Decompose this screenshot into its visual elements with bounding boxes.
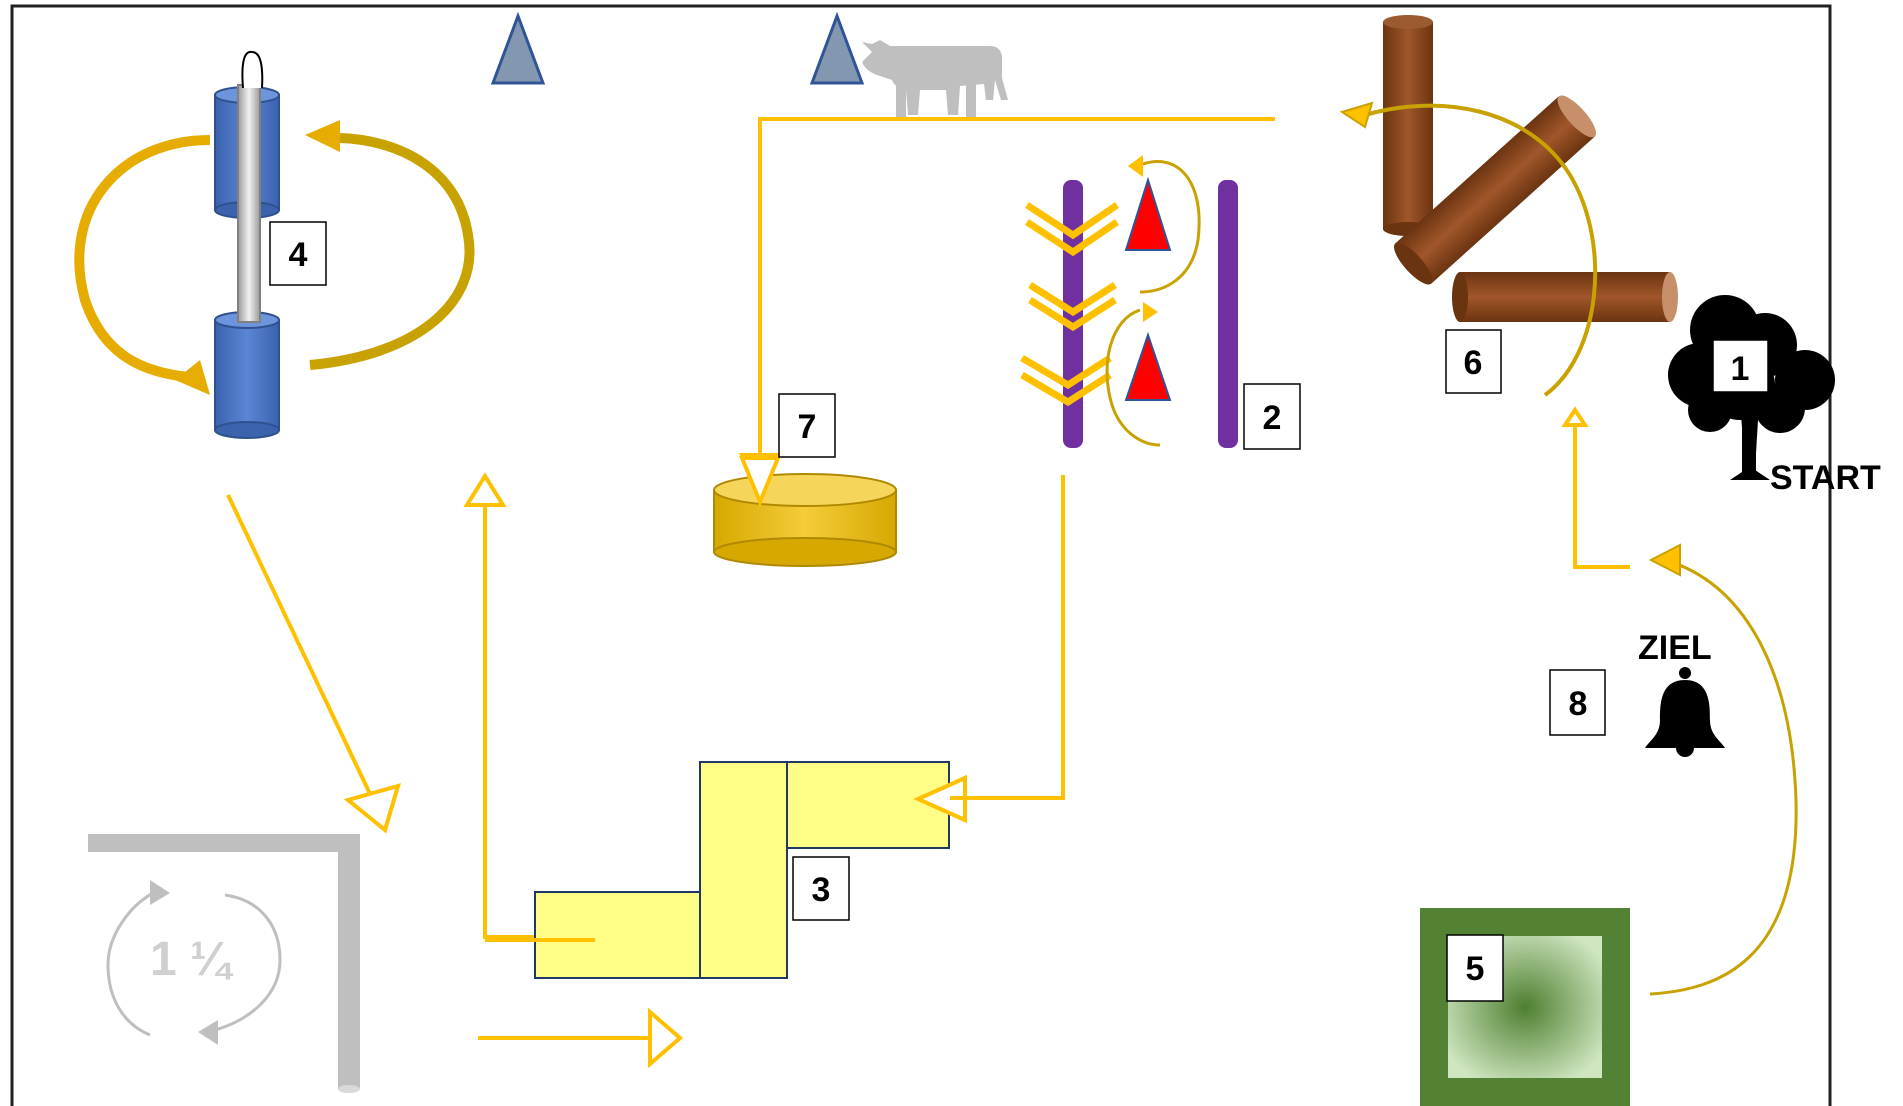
rail-end <box>338 1085 360 1093</box>
log-arc <box>1354 103 1598 397</box>
arrowhead-up-left <box>463 472 507 507</box>
arc-arrowhead-right <box>305 120 340 152</box>
path-segment-6-to-7 <box>758 117 1275 495</box>
log-horizontal-left <box>1452 272 1468 322</box>
barrel-bottom <box>214 319 280 431</box>
finish-arc <box>1649 558 1798 996</box>
rotation-arc-bottom <box>214 893 282 1032</box>
station-4-label: 4 <box>289 236 308 274</box>
station-5-label: 5 <box>1466 950 1485 988</box>
finish-arc-head <box>1648 543 1681 577</box>
hay-bottom <box>713 537 897 567</box>
station-3-label: 3 <box>812 871 831 909</box>
block-right <box>786 761 950 849</box>
log-vertical <box>1383 22 1433 229</box>
station-number-8: 8 <box>1549 669 1606 736</box>
station-7-hay-bale <box>713 473 897 567</box>
station-7-label: 7 <box>798 408 817 446</box>
arrowhead-down-7-top <box>739 456 781 508</box>
rotation-label: 1 ¼ <box>150 933 234 986</box>
rail-vertical <box>338 834 360 1089</box>
arrowhead-right-bottom <box>648 1007 684 1069</box>
path-segment-8-to-6 <box>1573 425 1630 569</box>
station-1-label: 1 <box>1731 350 1750 388</box>
rail-horizontal <box>88 834 350 852</box>
station-8-label: 8 <box>1569 685 1588 723</box>
station-number-7: 7 <box>778 393 836 458</box>
path-segment-3-to-up <box>483 500 595 939</box>
chevron-1 <box>1025 202 1119 240</box>
chevron-2 <box>1028 282 1117 317</box>
barrel-bottom-base <box>214 421 280 439</box>
bell-icon <box>1645 667 1725 757</box>
chevron-3b <box>1020 371 1112 407</box>
station-number-1: 1 <box>1712 339 1769 393</box>
cone-red-2 <box>1124 331 1172 401</box>
station-numbers: 4 7 2 6 1 3 8 5 <box>269 221 1769 1002</box>
station-2-poles <box>1020 155 1238 448</box>
rotation-head-top <box>150 880 170 905</box>
rotation-arc-top <box>106 890 156 1037</box>
pipe-flag <box>241 50 264 89</box>
finish-label: ZIEL <box>1638 629 1712 667</box>
path-segment-2-to-3 <box>950 475 1065 800</box>
block-left <box>534 891 701 979</box>
station-3-blocks <box>534 761 950 979</box>
chevron-1b <box>1025 219 1119 257</box>
cone-red-1 <box>1124 176 1172 251</box>
rotation-arc-right <box>309 133 475 370</box>
station-number-6: 6 <box>1445 329 1502 394</box>
cow-icon <box>862 40 1008 117</box>
log-horizontal <box>1460 272 1670 322</box>
pole-right <box>1218 180 1238 448</box>
rotation-head-bottom <box>198 1020 218 1045</box>
block-mid <box>699 761 788 979</box>
station-number-4: 4 <box>269 221 327 286</box>
weave-arc-1 <box>1139 160 1201 294</box>
hay-top <box>713 473 897 507</box>
station-2-label: 2 <box>1263 399 1282 437</box>
weave-arc-2 <box>1105 308 1161 447</box>
weave-arc-1-head <box>1128 155 1143 177</box>
station-6-label: 6 <box>1464 344 1483 382</box>
rotation-arc-left <box>74 135 211 383</box>
arena-border <box>10 4 1832 1106</box>
chevrons <box>1020 202 1119 407</box>
log-horizontal-end <box>1662 272 1678 322</box>
station-number-3: 3 <box>792 856 850 921</box>
arc-arrowhead-left <box>175 360 210 395</box>
arrowhead-corner <box>343 783 401 834</box>
station-4-barrels <box>74 50 475 439</box>
arrowhead-up-right <box>1561 406 1589 427</box>
cone-grey-2 <box>809 11 865 85</box>
cone-grey-1 <box>490 11 546 85</box>
log-arc-head <box>1339 101 1374 129</box>
log-vertical-end <box>1383 15 1433 29</box>
station-number-5: 5 <box>1446 934 1504 1002</box>
chevron-3 <box>1020 354 1112 390</box>
station-6-logs <box>1339 15 1678 397</box>
path-segment-4-to-corner <box>226 494 382 816</box>
rotation-arrows <box>106 890 282 1037</box>
chevron-2b <box>1028 297 1117 332</box>
pipe <box>237 84 261 323</box>
corner-rails <box>88 834 360 1093</box>
station-number-2: 2 <box>1243 383 1301 450</box>
path-arrowheads <box>343 406 1589 1069</box>
weave-arc-2-head <box>1143 302 1158 322</box>
start-label: START <box>1770 459 1881 497</box>
